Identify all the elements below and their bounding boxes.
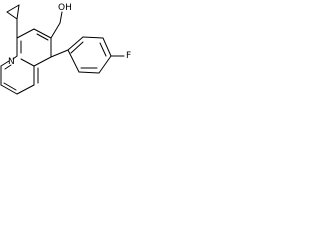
hydroxymethyl-bond: [50, 22, 61, 39]
cyclopropyl-bond: [6, 4, 20, 13]
ring-bond: [16, 84, 35, 95]
ring-bond: [12, 55, 18, 60]
fluorophenyl-ring: [67, 36, 112, 74]
hydroxymethyl-bond: [59, 11, 63, 24]
ring-bond: [0, 60, 10, 67]
ring-bond: [20, 58, 35, 67]
fluorine-label: F: [126, 51, 131, 61]
ring-double-bond: [70, 41, 84, 54]
ring-bond: [0, 84, 18, 95]
ring-double-bond: [36, 33, 49, 41]
ring-bond: [102, 37, 112, 57]
ring-bond: [78, 71, 100, 74]
ring-double-bond: [99, 42, 107, 57]
ring-bond: [33, 56, 52, 67]
ring-double-bond: [3, 82, 17, 91]
cyclopropyl-bond: [6, 11, 18, 20]
ring-bond: [82, 36, 104, 39]
ring-bond: [16, 28, 35, 39]
ring-bond: [67, 49, 80, 73]
chemical-structure: OH N F: [0, 3, 131, 95]
cyclopropyl-bond: [16, 4, 20, 20]
ring-double-bond: [4, 64, 12, 70]
benzo-ring: [0, 60, 39, 95]
ring-bond: [33, 28, 52, 39]
cyclopropyl-ring: [6, 4, 20, 20]
aryl-attachment-bond: [50, 49, 69, 58]
hydroxyl-label: OH: [58, 3, 72, 13]
ring-bond: [67, 36, 84, 51]
pyridine-ring: [12, 28, 52, 67]
ring-bond: [98, 55, 112, 74]
nitrogen-label: N: [8, 57, 15, 67]
